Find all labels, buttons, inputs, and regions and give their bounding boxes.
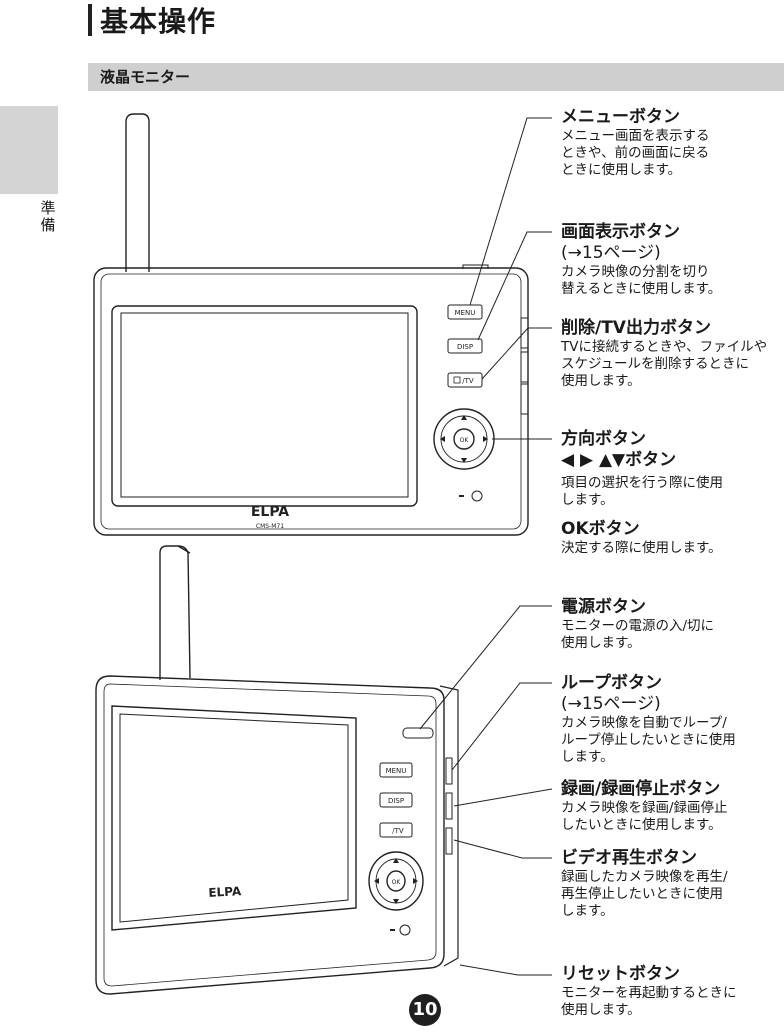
tv-button-label: /TV xyxy=(462,377,474,385)
callout-delete-tv-title: 削除/TV出力ボタン xyxy=(561,318,711,338)
antenna-angled xyxy=(159,545,191,680)
callout-menu-desc-1: メニュー画面を表示する xyxy=(561,128,710,144)
callout-reset-desc-1: モニターを再起動するときに xyxy=(561,985,737,1001)
callout-record-desc-1: カメラ映像を録画/録画停止 xyxy=(561,800,728,816)
ok-button-label: OK xyxy=(460,437,470,444)
callout-ok-title: OKボタン xyxy=(561,519,640,539)
disp-button-angled xyxy=(379,792,413,808)
power-button xyxy=(402,727,434,739)
callout-power-desc-1: モニターの電源の入/切に xyxy=(561,618,715,634)
callout-loop-title: ループボタン xyxy=(561,673,662,693)
monitor-front-view xyxy=(93,113,529,536)
callout-record-desc-2: したいときに使用します。 xyxy=(561,817,722,833)
callout-menu: メニューボタン メニュー画面を表示する ときや、前の画面に戻る ときに使用します… xyxy=(561,107,710,179)
section-header-band xyxy=(88,63,784,91)
callout-direction-arrows: ◀ ▶ ▲▼ボタン xyxy=(561,450,677,470)
callout-video: ビデオ再生ボタン 録画したカメラ映像を再生/ 再生停止したいときに使用 します。 xyxy=(561,848,728,920)
callout-disp-title: 画面表示ボタン xyxy=(561,222,680,242)
callout-loop-sub: (→15ページ) xyxy=(561,694,661,714)
callout-power-desc-2: 使用します。 xyxy=(561,635,641,651)
ok-button-label-angled: OK xyxy=(392,879,402,886)
ok-button-angled xyxy=(386,870,406,892)
title-accent-bar xyxy=(88,4,92,36)
side-tab xyxy=(0,106,58,194)
callout-direction-desc-1: 項目の選択を行う際に使用 xyxy=(561,475,723,491)
disp-button-label: DISP xyxy=(457,343,473,351)
page-number: 10 xyxy=(409,994,441,1026)
callout-disp: 画面表示ボタン (→15ページ) カメラ映像の分割を切り 替えるときに使用します… xyxy=(561,222,721,298)
screen-frame-angled xyxy=(111,705,357,931)
screen-angled xyxy=(119,713,349,923)
front-button-labels: MENU DISP /TV OK ELPA CMS-M71 xyxy=(251,309,476,530)
callout-delete-tv-desc-2: スケジュールを削除するときに xyxy=(561,356,750,372)
callout-loop-desc-3: します。 xyxy=(561,749,614,765)
callout-direction: 方向ボタン ◀ ▶ ▲▼ボタン 項目の選択を行う際に使用 します。 xyxy=(561,429,723,509)
callout-reset-title: リセットボタン xyxy=(561,964,680,984)
callout-loop-desc-1: カメラ映像を自動でループ/ xyxy=(561,715,727,731)
leader-lines xyxy=(419,117,553,976)
callout-disp-desc-1: カメラ映像の分割を切り xyxy=(561,264,710,280)
callout-delete-tv-desc-3: 使用します。 xyxy=(561,373,641,389)
callout-power: 電源ボタン モニターの電源の入/切に 使用します。 xyxy=(561,597,714,652)
callout-record: 録画/録画停止ボタン カメラ映像を録画/録画停止 したいときに使用します。 xyxy=(561,779,728,834)
brand-logo-angled: ELPA xyxy=(208,884,242,900)
screen-frame xyxy=(111,305,418,507)
callout-record-title: 録画/録画停止ボタン xyxy=(561,779,721,799)
callout-disp-sub: (→15ページ) xyxy=(561,243,661,263)
callout-menu-desc-2: ときや、前の画面に戻る xyxy=(561,145,710,161)
callout-video-title: ビデオ再生ボタン xyxy=(561,848,697,868)
callout-delete-tv: 削除/TV出力ボタン TVに接続するときや、ファイルや スケジュールを削除すると… xyxy=(561,318,767,390)
callout-menu-title: メニューボタン xyxy=(561,107,680,127)
ok-button xyxy=(453,428,475,450)
callout-delete-tv-desc-1: TVに接続するときや、ファイルや xyxy=(561,339,768,355)
callout-disp-desc-2: 替えるときに使用します。 xyxy=(561,281,722,297)
screen xyxy=(120,312,409,498)
callout-ok: OKボタン 決定する際に使用します。 xyxy=(561,519,722,557)
tv-button xyxy=(447,372,483,388)
tv-button-label-angled: /TV xyxy=(392,827,404,835)
model-label: CMS-M71 xyxy=(256,523,284,530)
callout-ok-desc-1: 決定する際に使用します。 xyxy=(561,540,722,556)
monitor-angled-view xyxy=(95,545,459,995)
callout-reset: リセットボタン モニターを再起動するときに 使用します。 xyxy=(561,964,737,1019)
side-tab-label: 準備 xyxy=(40,199,56,234)
direction-pad-angled xyxy=(368,851,424,911)
menu-button-label-angled: MENU xyxy=(386,767,407,775)
page-title: 基本操作 xyxy=(100,5,217,38)
callout-direction-title: 方向ボタン xyxy=(561,429,646,449)
disp-button-label-angled: DISP xyxy=(388,797,404,805)
angled-button-labels: MENU DISP /TV OK ELPA xyxy=(208,767,406,900)
callout-video-desc-3: します。 xyxy=(561,903,614,919)
menu-button xyxy=(447,304,483,320)
callout-loop: ループボタン (→15ページ) カメラ映像を自動でループ/ ループ停止したいとき… xyxy=(561,673,736,766)
callout-video-desc-1: 録画したカメラ映像を再生/ xyxy=(561,869,728,885)
menu-button-angled xyxy=(379,762,413,778)
callout-menu-desc-3: ときに使用します。 xyxy=(561,162,682,178)
callout-reset-desc-2: 使用します。 xyxy=(561,1002,641,1018)
monitor-body-angled xyxy=(95,675,445,995)
disp-button xyxy=(447,338,483,354)
callout-direction-desc-2: します。 xyxy=(561,492,614,508)
section-title: 液晶モニター xyxy=(100,68,191,86)
callout-loop-desc-2: ループ停止したいときに使用 xyxy=(561,732,736,748)
callout-video-desc-2: 再生停止したいときに使用 xyxy=(561,886,723,902)
callout-power-title: 電源ボタン xyxy=(561,597,646,617)
menu-button-label: MENU xyxy=(455,309,476,317)
tv-button-angled xyxy=(379,822,413,838)
antenna xyxy=(125,113,150,272)
brand-logo: ELPA xyxy=(251,504,289,520)
